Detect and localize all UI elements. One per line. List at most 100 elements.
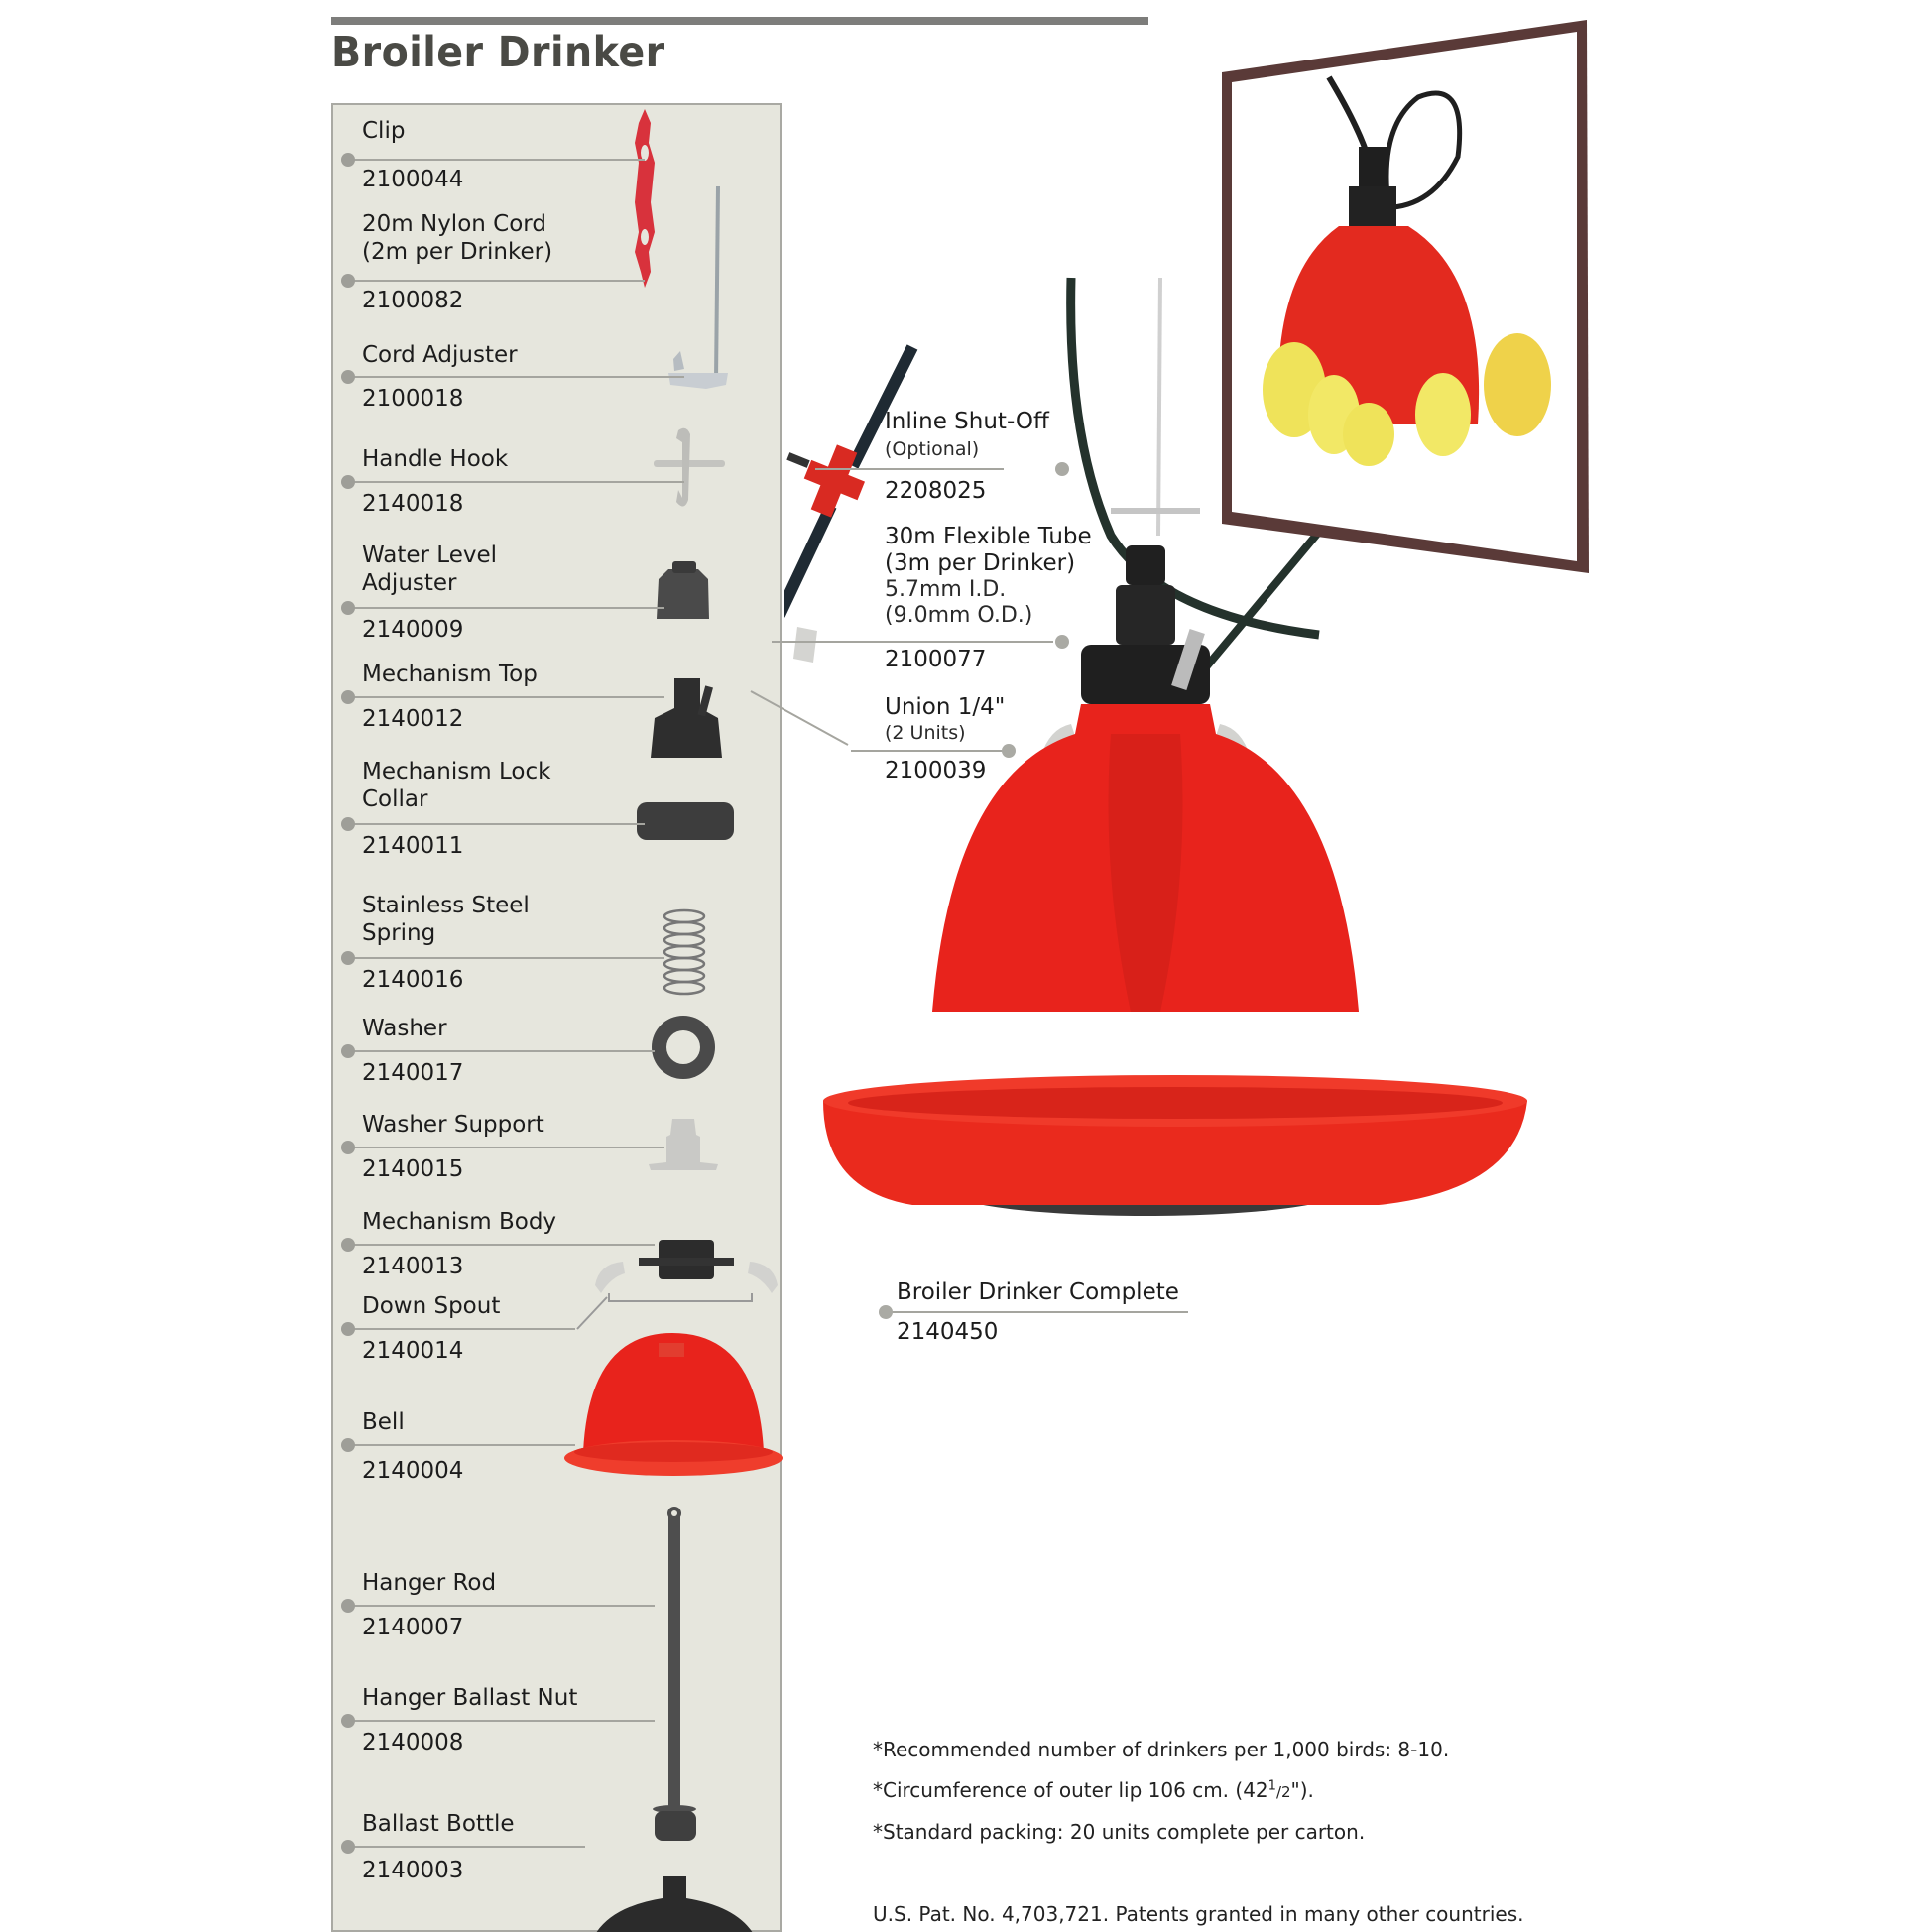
note-circumference-suffix: "). — [1290, 1778, 1314, 1802]
part-name-line1: Stainless Steel — [362, 893, 530, 918]
leader-line — [347, 280, 645, 282]
part-name: Bell — [362, 1409, 405, 1435]
part-name-line1: Mechanism Lock — [362, 759, 551, 785]
inline-shutoff-image — [786, 444, 866, 518]
leader-dot — [341, 951, 355, 965]
leader-line — [885, 1311, 1188, 1313]
leader-dot — [341, 690, 355, 704]
part-name: Mechanism Body — [362, 1209, 557, 1235]
part-code: 2140004 — [362, 1458, 464, 1484]
callout-name-line1: 30m Flexible Tube — [885, 524, 1092, 549]
part-name: Hanger Ballast Nut — [362, 1685, 578, 1711]
leader-line — [347, 1444, 575, 1446]
leader-dot — [341, 1714, 355, 1728]
callout-name: Inline Shut-Off — [885, 409, 1049, 434]
part-code: 2100018 — [362, 386, 464, 412]
part-name: Mechanism Top — [362, 662, 538, 687]
leader-dot — [341, 274, 355, 288]
part-code: 2140003 — [362, 1858, 464, 1883]
part-code: 2140009 — [362, 617, 464, 643]
leader-dot — [1055, 635, 1069, 649]
callout-name-line2: (3m per Drinker) — [885, 550, 1076, 576]
part-code: 2100044 — [362, 167, 464, 192]
leader-dot — [341, 370, 355, 384]
leader-line — [772, 641, 1053, 643]
leader-line — [815, 468, 1004, 470]
part-name: Washer Support — [362, 1112, 544, 1138]
leader-line — [347, 696, 664, 698]
leader-line — [347, 957, 664, 959]
fraction-numerator: 1 — [1267, 1778, 1276, 1794]
part-code: 2140016 — [362, 967, 464, 993]
part-name: Washer — [362, 1016, 447, 1041]
note-recommended: *Recommended number of drinkers per 1,00… — [873, 1738, 1450, 1761]
chicks-drinker-photo — [1222, 20, 1589, 573]
leader-dot — [341, 1044, 355, 1058]
callout-name: Broiler Drinker Complete — [897, 1279, 1179, 1305]
callout-spec-line1: 5.7mm I.D. — [885, 577, 1007, 602]
part-name: Down Spout — [362, 1293, 501, 1319]
leader-line — [347, 1720, 655, 1722]
part-code: 2140011 — [362, 833, 464, 859]
fraction-denominator: /2 — [1275, 1783, 1291, 1801]
note-packing: *Standard packing: 20 units complete per… — [873, 1820, 1366, 1844]
leader-line — [347, 1605, 655, 1607]
part-name-line2: Adjuster — [362, 570, 457, 596]
leader-line — [347, 1050, 655, 1052]
drinker-illustration — [784, 277, 1527, 1216]
callout-code: 2208025 — [885, 478, 987, 504]
leader-dot — [341, 817, 355, 831]
note-patent: U.S. Pat. No. 4,703,721. Patents granted… — [873, 1902, 1524, 1926]
part-code: 2140015 — [362, 1156, 464, 1182]
part-code: 2140013 — [362, 1254, 464, 1279]
part-code: 2140018 — [362, 491, 464, 517]
part-name-line1: Water Level — [362, 543, 498, 568]
note-circumference-text: *Circumference of outer lip 106 cm. (42 — [873, 1778, 1268, 1802]
top-rule — [331, 17, 1148, 25]
callout-sub: (Optional) — [885, 438, 980, 460]
leader-dot — [1002, 744, 1016, 758]
leader-dot — [879, 1305, 893, 1319]
leader-line — [851, 750, 1004, 752]
part-name-line2: (2m per Drinker) — [362, 239, 553, 265]
part-name-line1: 20m Nylon Cord — [362, 211, 546, 237]
part-name: Hanger Rod — [362, 1570, 497, 1596]
leader-line — [347, 481, 684, 483]
callout-name: Union 1/4" — [885, 694, 1006, 720]
part-name: Handle Hook — [362, 446, 509, 472]
part-code: 2140014 — [362, 1338, 464, 1364]
callout-sub: (2 Units) — [885, 722, 966, 744]
part-name: Cord Adjuster — [362, 342, 518, 368]
part-code: 2100082 — [362, 288, 464, 313]
part-name: Ballast Bottle — [362, 1811, 515, 1837]
part-code: 2140008 — [362, 1730, 464, 1755]
down-spout-leader — [576, 1296, 608, 1330]
leader-dot — [341, 601, 355, 615]
leader-dot — [341, 1238, 355, 1252]
leader-line — [347, 607, 664, 609]
leader-line — [347, 1244, 655, 1246]
leader-line — [347, 823, 645, 825]
leader-dot — [1055, 462, 1069, 476]
callout-code: 2100077 — [885, 647, 987, 672]
part-name: Clip — [362, 118, 406, 144]
part-code: 2140017 — [362, 1060, 464, 1086]
leader-line — [347, 376, 684, 378]
page-title: Broiler Drinker — [331, 28, 665, 77]
callout-code: 2140450 — [897, 1319, 999, 1345]
leader-dot — [341, 475, 355, 489]
callout-spec-line2: (9.0mm O.D.) — [885, 603, 1033, 628]
leader-dot — [341, 153, 355, 167]
framed-photo — [1220, 18, 1589, 573]
part-name-line2: Spring — [362, 920, 436, 946]
union-leader-diagonal — [750, 690, 849, 746]
leader-line — [347, 159, 645, 161]
leader-line — [347, 1846, 585, 1848]
part-name-line2: Collar — [362, 786, 428, 812]
callout-code: 2100039 — [885, 758, 987, 784]
part-code: 2140012 — [362, 706, 464, 732]
part-code: 2140007 — [362, 1615, 464, 1640]
parts-panel — [331, 103, 782, 1932]
leader-dot — [341, 1438, 355, 1452]
leader-dot — [341, 1840, 355, 1854]
